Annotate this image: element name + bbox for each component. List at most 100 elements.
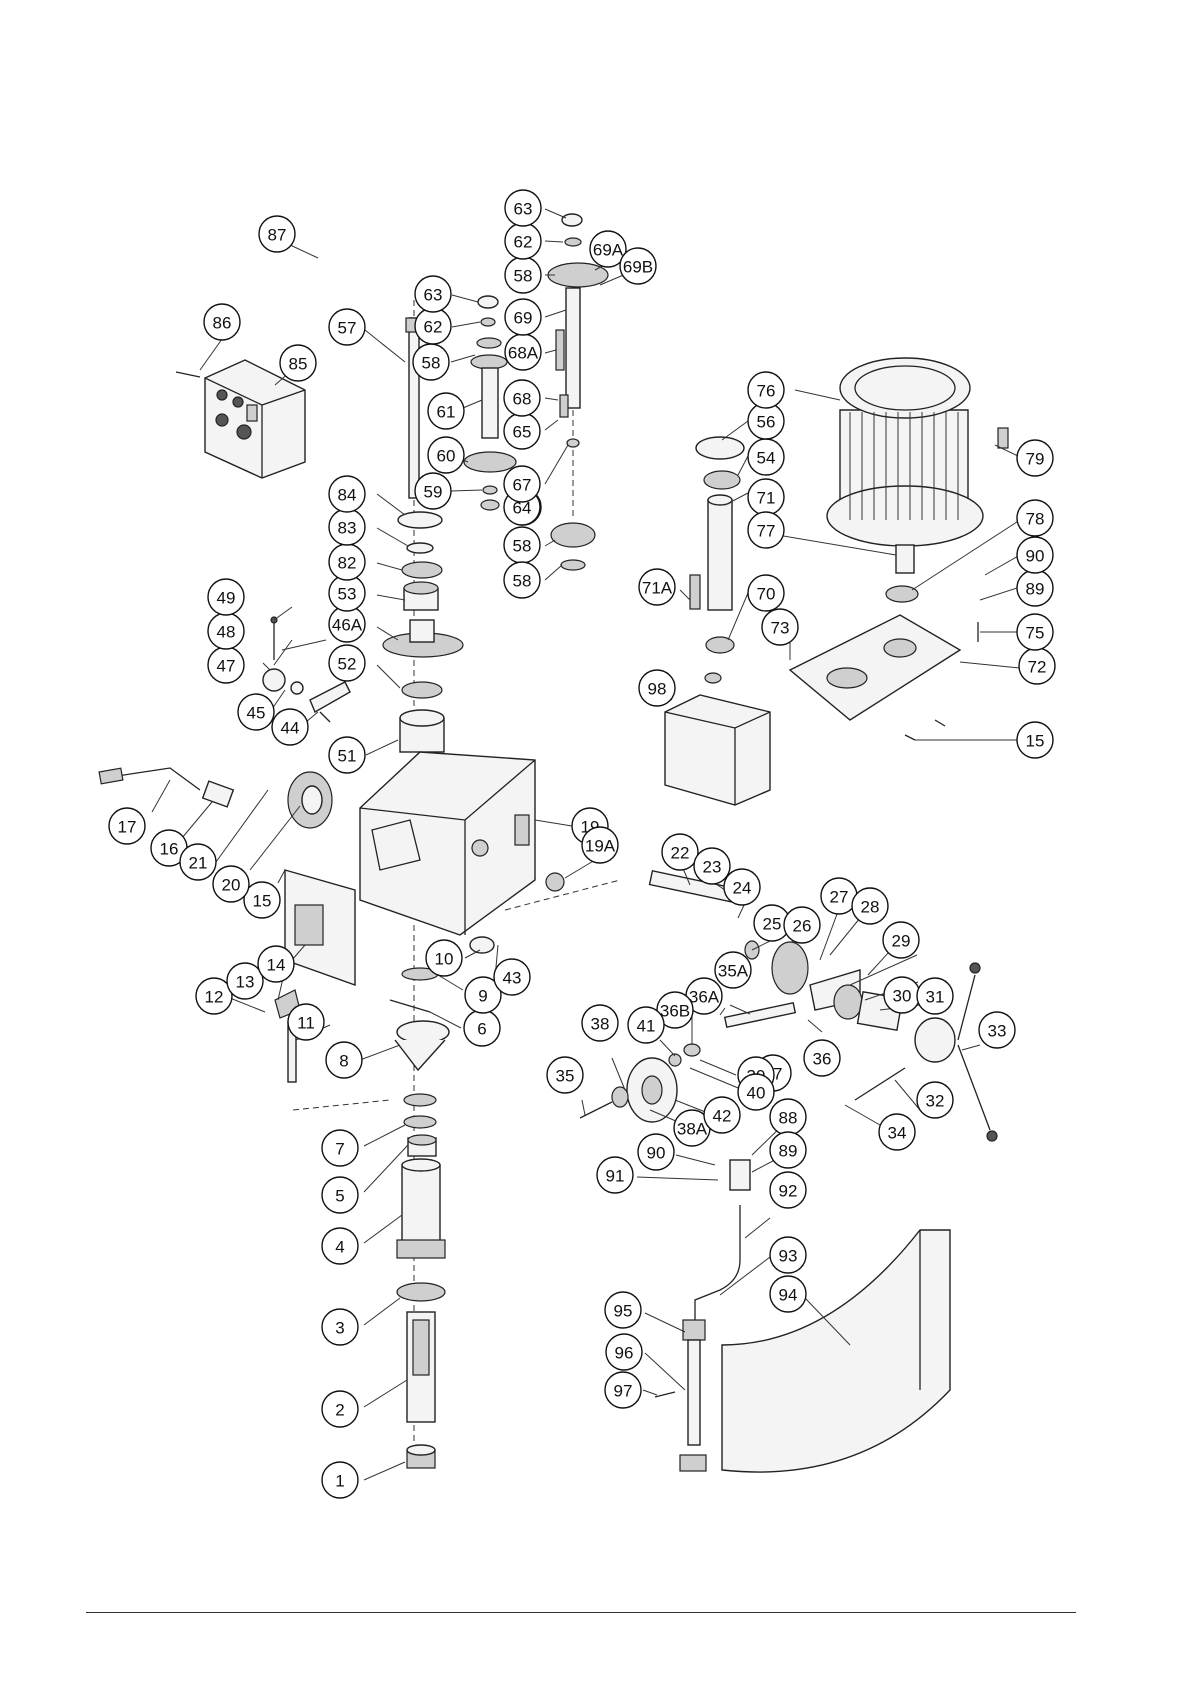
callout-label: 64 bbox=[513, 499, 532, 518]
callout-69b: 69B bbox=[619, 247, 657, 285]
footer-rule bbox=[86, 1612, 1076, 1613]
callout-label: 3 bbox=[335, 1319, 344, 1338]
callout-label: 58 bbox=[422, 354, 441, 373]
callout-label: 20 bbox=[222, 876, 241, 895]
callout-43: 43 bbox=[493, 958, 531, 996]
callout-33: 33 bbox=[978, 1011, 1016, 1049]
callout-13: 13 bbox=[226, 962, 264, 1000]
callout-circle bbox=[761, 608, 799, 646]
callout-41: 41 bbox=[627, 1006, 665, 1044]
callout-76: 76 bbox=[747, 371, 785, 409]
callout-90: 90 bbox=[1016, 536, 1054, 574]
callout-label: 48 bbox=[217, 623, 236, 642]
callout-circle bbox=[328, 736, 366, 774]
callout-circle bbox=[503, 379, 541, 417]
callout-label: 86 bbox=[213, 314, 232, 333]
callout-88: 88 bbox=[769, 1098, 807, 1136]
callout-circle bbox=[1016, 536, 1054, 574]
callout-label: 88 bbox=[779, 1109, 798, 1128]
callout-circle bbox=[596, 1156, 634, 1194]
callout-circle bbox=[638, 669, 676, 707]
callout-circle bbox=[503, 561, 541, 599]
callout-label: 45 bbox=[247, 704, 266, 723]
callout-label: 10 bbox=[435, 950, 454, 969]
callout-71: 71 bbox=[747, 478, 785, 516]
callout-56: 56 bbox=[747, 402, 785, 440]
callout-20: 20 bbox=[212, 865, 250, 903]
callout-label: 83 bbox=[338, 519, 357, 538]
callout-49: 49 bbox=[207, 578, 245, 616]
callout-circle bbox=[243, 881, 281, 919]
callout-87: 87 bbox=[258, 215, 296, 253]
callout-circle bbox=[414, 275, 452, 313]
callout-circle bbox=[493, 958, 531, 996]
callout-label: 19A bbox=[585, 837, 616, 856]
callout-40: 40 bbox=[737, 1073, 775, 1111]
callout-circle bbox=[878, 1113, 916, 1151]
callout-77: 77 bbox=[747, 511, 785, 549]
callout-label: 5 bbox=[335, 1187, 344, 1206]
callout-label: 12 bbox=[205, 988, 224, 1007]
callout-label: 67 bbox=[513, 476, 532, 495]
callout-circle bbox=[916, 977, 954, 1015]
callout-label: 89 bbox=[779, 1142, 798, 1161]
callout-label: 90 bbox=[647, 1144, 666, 1163]
callout-label: 4 bbox=[335, 1238, 344, 1257]
callout-34: 34 bbox=[878, 1113, 916, 1151]
callout-label: 38A bbox=[677, 1120, 708, 1139]
callout-97: 97 bbox=[604, 1371, 642, 1409]
callout-circle bbox=[279, 344, 317, 382]
callout-71a: 71A bbox=[638, 568, 676, 606]
callout-label: 68A bbox=[508, 344, 539, 363]
callout-label: 6 bbox=[477, 1020, 486, 1039]
callout-circle bbox=[321, 1129, 359, 1167]
callout-3: 3 bbox=[321, 1308, 359, 1346]
callout-circle bbox=[851, 887, 889, 925]
callout-label: 26 bbox=[793, 917, 812, 936]
callout-28: 28 bbox=[851, 887, 889, 925]
callout-label: 35 bbox=[556, 1067, 575, 1086]
callout-circle bbox=[207, 578, 245, 616]
callout-54: 54 bbox=[747, 438, 785, 476]
callout-label: 46A bbox=[332, 616, 363, 635]
callout-label: 15 bbox=[1026, 732, 1045, 751]
callout-69a: 69A bbox=[589, 230, 627, 268]
callout-circle bbox=[257, 945, 295, 983]
callout-label: 71 bbox=[757, 489, 776, 508]
callout-62: 62 bbox=[504, 222, 542, 260]
callout-label: 93 bbox=[779, 1247, 798, 1266]
callout-67: 67 bbox=[503, 465, 541, 503]
callout-label: 1 bbox=[335, 1472, 344, 1491]
callout-circle bbox=[769, 1236, 807, 1274]
callout-label: 87 bbox=[268, 226, 287, 245]
callout-98: 98 bbox=[638, 669, 676, 707]
callout-label: 63 bbox=[514, 200, 533, 219]
callout-26: 26 bbox=[783, 906, 821, 944]
callout-circle bbox=[714, 951, 752, 989]
callout-73: 73 bbox=[761, 608, 799, 646]
callout-label: 82 bbox=[338, 554, 357, 573]
callout-83: 83 bbox=[328, 508, 366, 546]
callout-circle bbox=[287, 1003, 325, 1041]
callout-label: 29 bbox=[892, 932, 911, 951]
callout-circle bbox=[783, 906, 821, 944]
callout-label: 53 bbox=[338, 585, 357, 604]
callout-label: 24 bbox=[733, 879, 752, 898]
callout-89: 89 bbox=[1016, 569, 1054, 607]
callout-label: 7 bbox=[335, 1140, 344, 1159]
callout-label: 41 bbox=[637, 1017, 656, 1036]
callout-label: 21 bbox=[189, 854, 208, 873]
callout-65: 65 bbox=[503, 412, 541, 450]
callout-circle bbox=[803, 1039, 841, 1077]
callout-42: 42 bbox=[703, 1096, 741, 1134]
callout-label: 35A bbox=[718, 962, 749, 981]
callout-35: 35 bbox=[546, 1056, 584, 1094]
callout-label: 47 bbox=[217, 657, 236, 676]
callout-circle bbox=[237, 693, 275, 731]
callout-label: 77 bbox=[757, 522, 776, 541]
callout-circle bbox=[328, 475, 366, 513]
callout-91: 91 bbox=[596, 1156, 634, 1194]
callout-label: 59 bbox=[424, 483, 443, 502]
callout-label: 16 bbox=[160, 840, 179, 859]
